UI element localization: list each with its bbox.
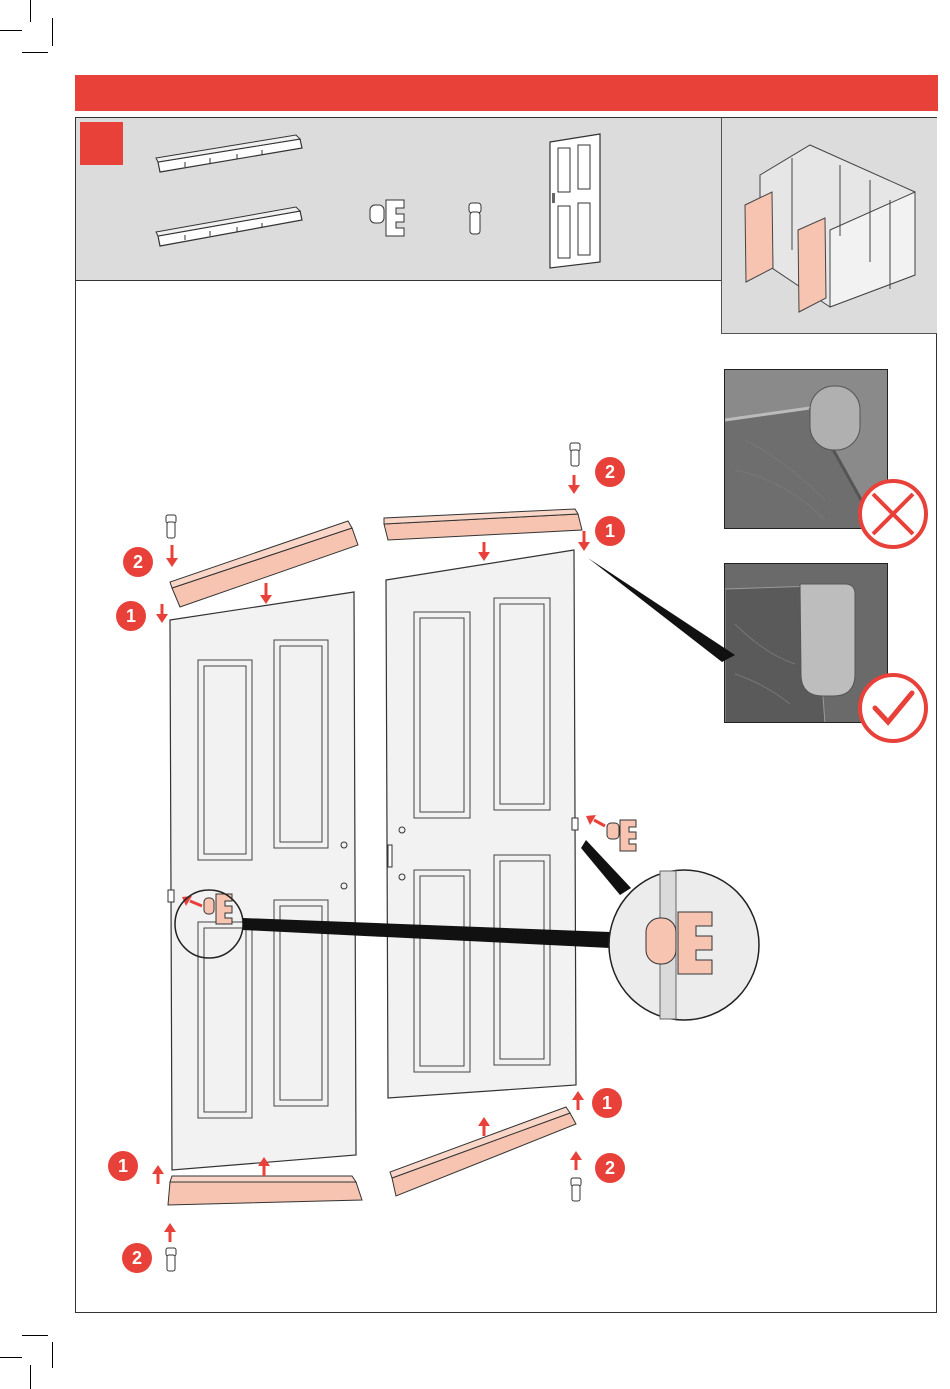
pin xyxy=(570,443,580,466)
pin xyxy=(571,1178,581,1201)
hinge-clip xyxy=(607,820,636,851)
right-top-cap xyxy=(384,509,582,540)
callout-1: 1 xyxy=(595,516,625,546)
callout-1: 1 xyxy=(116,601,146,631)
callout-1: 1 xyxy=(108,1151,138,1181)
callout-1: 1 xyxy=(592,1088,622,1118)
callout-2: 2 xyxy=(122,1243,152,1273)
leader-line xyxy=(588,558,735,662)
left-door xyxy=(168,592,356,1170)
left-top-cap xyxy=(170,521,358,607)
callout-2: 2 xyxy=(123,547,153,577)
callout-2: 2 xyxy=(595,457,625,487)
hinge-detail-magnified xyxy=(609,870,759,1020)
left-bottom-cap xyxy=(168,1176,362,1205)
callout-2: 2 xyxy=(595,1153,625,1183)
pin xyxy=(166,1248,176,1271)
pin xyxy=(166,515,176,538)
right-door xyxy=(386,550,578,1098)
